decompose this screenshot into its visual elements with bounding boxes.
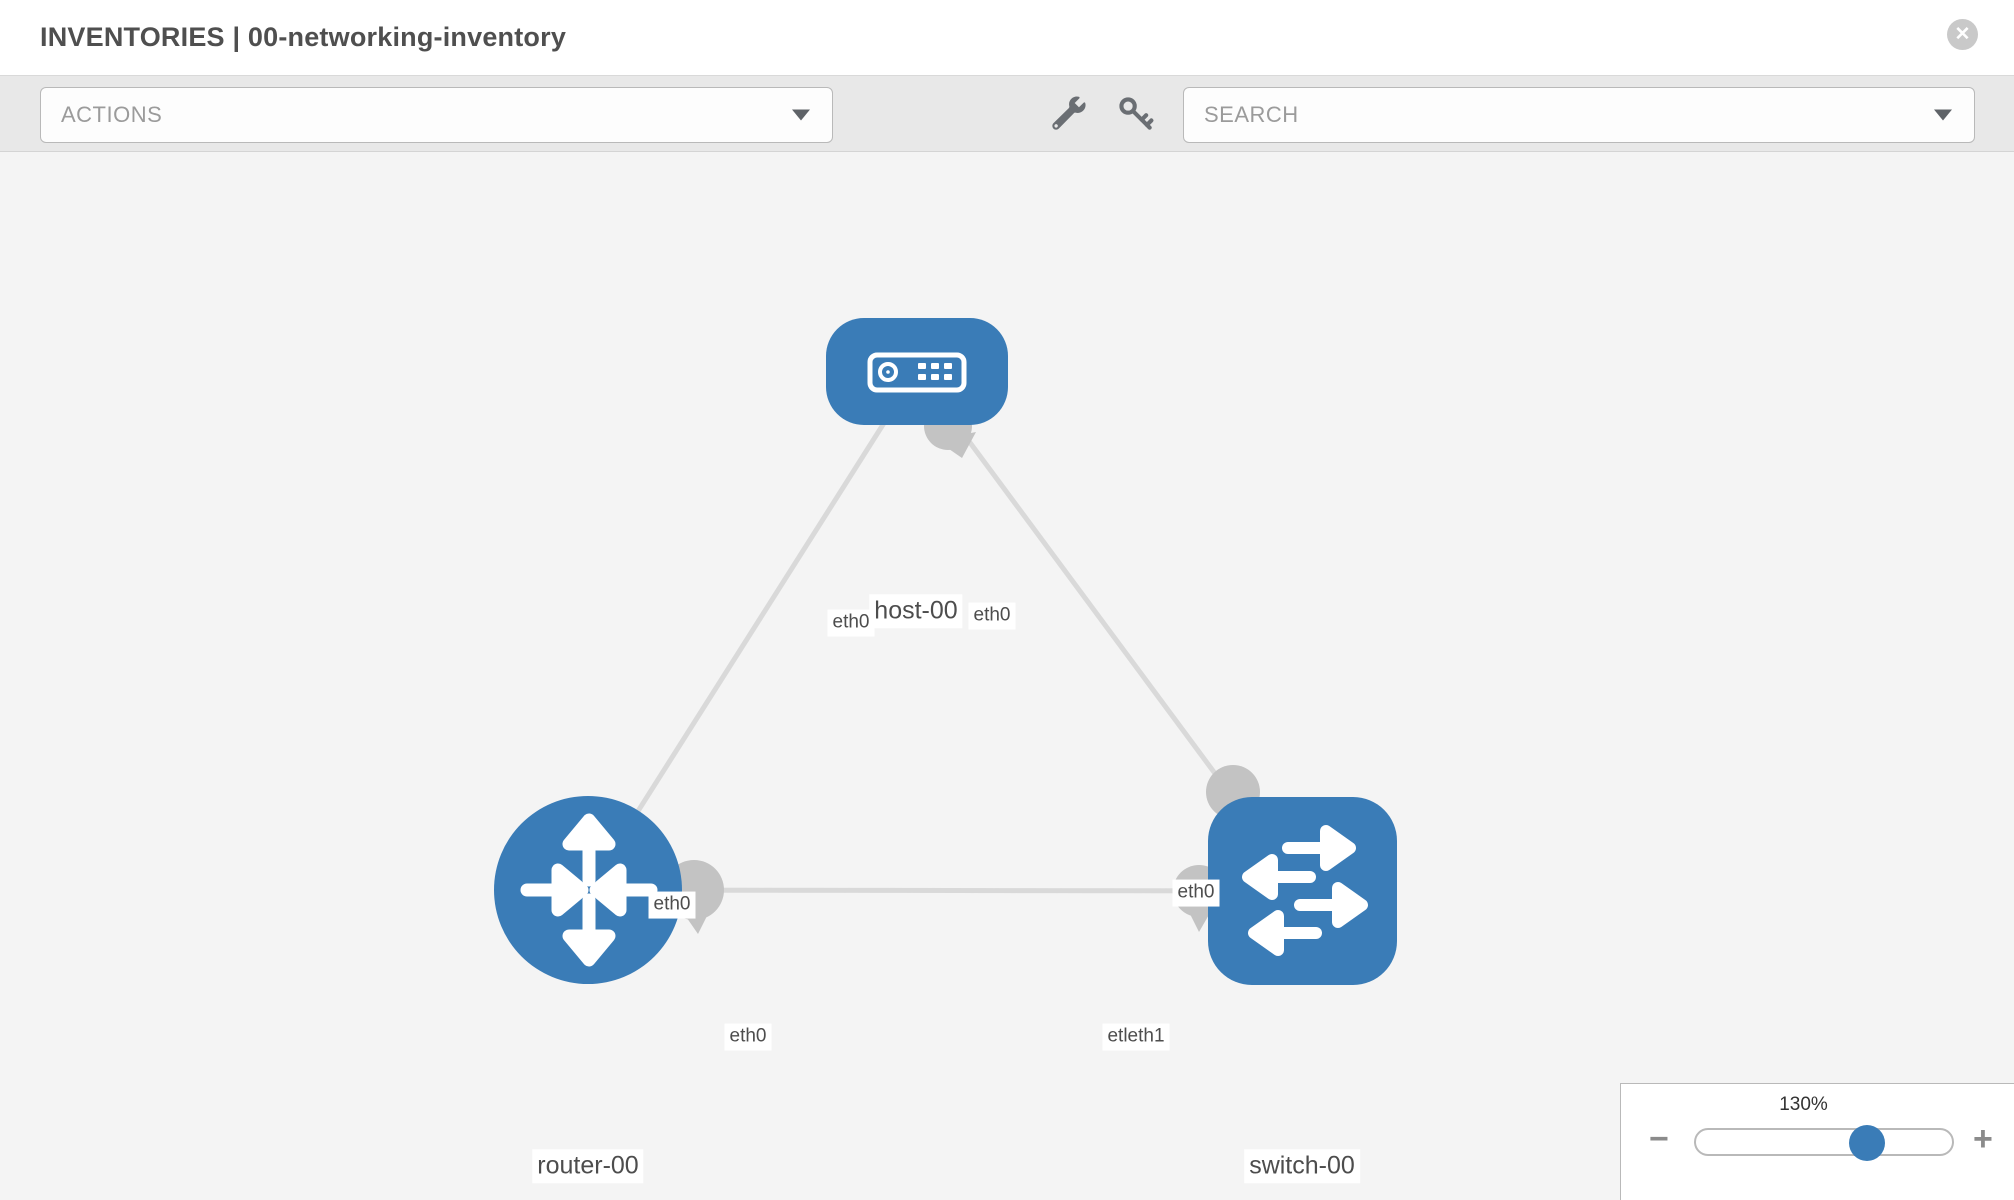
interface-label: eth0	[968, 602, 1016, 630]
zoom-slider-track[interactable]	[1694, 1125, 1954, 1161]
actions-dropdown[interactable]: ACTIONS	[40, 87, 833, 143]
link-host-router[interactable]	[585, 369, 920, 892]
node-label-router-00: router-00	[532, 1149, 644, 1183]
zoom-level-value: 130%	[1779, 1094, 1828, 1115]
switch-icon	[1242, 825, 1368, 956]
chevron-down-icon	[792, 109, 810, 121]
port-dot-host-tail	[936, 432, 976, 458]
router-icon	[520, 813, 658, 967]
topology-graph	[494, 318, 1397, 985]
close-icon[interactable]: ✕	[1947, 19, 1978, 50]
host-icon	[867, 352, 967, 393]
node-switch-00[interactable]	[1208, 797, 1397, 985]
node-label-host-00: host-00	[869, 594, 963, 628]
topology-canvas[interactable]: host-00 router-00 switch-00 eth0 eth0 et…	[0, 153, 2014, 1200]
interface-label: eth0	[827, 609, 875, 637]
interface-label: etleth1	[1102, 1023, 1170, 1051]
node-label-switch-00: switch-00	[1244, 1149, 1360, 1183]
interface-label: eth0	[724, 1023, 772, 1051]
interface-label: eth0	[1172, 879, 1220, 907]
key-icon[interactable]	[1117, 95, 1155, 133]
zoom-in-button[interactable]: +	[1973, 1120, 1993, 1158]
interface-label: eth0	[648, 891, 696, 919]
port-dot-switch-left-tail	[1186, 906, 1214, 932]
actions-dropdown-label: ACTIONS	[61, 102, 163, 127]
header-bar: INVENTORIES | 00-networking-inventory ✕	[0, 0, 2014, 75]
zoom-slider-handle[interactable]	[1849, 1125, 1885, 1161]
zoom-out-button[interactable]: −	[1649, 1120, 1669, 1158]
node-router-00[interactable]	[494, 796, 682, 984]
zoom-panel: 130% − +	[1620, 1083, 2014, 1200]
search-dropdown-label: SEARCH	[1204, 102, 1299, 127]
wrench-icon[interactable]	[1049, 95, 1087, 133]
node-host-00[interactable]	[826, 318, 1008, 425]
search-dropdown[interactable]: SEARCH	[1183, 87, 1975, 143]
port-dot-group	[664, 402, 1260, 934]
chevron-down-icon	[1934, 109, 1952, 121]
toolbar: ACTIONS SEARCH	[0, 75, 2014, 152]
page-title: INVENTORIES | 00-networking-inventory	[40, 22, 567, 52]
